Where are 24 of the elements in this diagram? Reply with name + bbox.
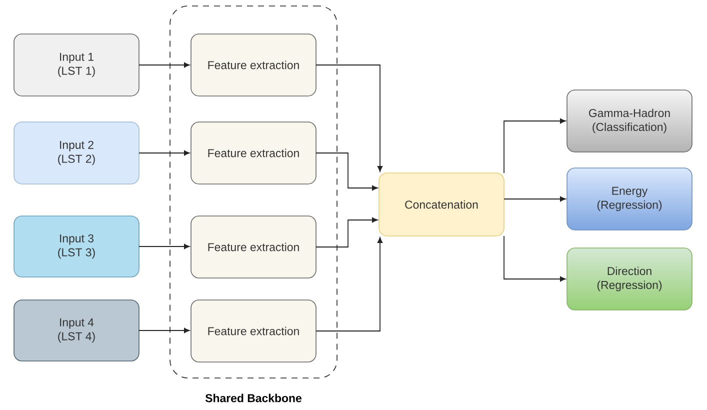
arrow [138, 244, 190, 250]
feature-extraction-box: Feature extraction [190, 300, 316, 362]
group-label: Shared Backbone [205, 394, 302, 402]
output-box: Direction (Regression) [566, 248, 692, 310]
arrow [138, 328, 190, 334]
input-box: Input 1 (LST 1) [14, 34, 140, 96]
feature-extraction-box: Feature extraction [190, 216, 316, 278]
arrow [316, 64, 383, 172]
feature-extraction-box: Feature extraction [190, 122, 316, 184]
arrow [138, 150, 190, 156]
arrow [316, 152, 378, 191]
arrow [138, 62, 190, 68]
arrow [504, 236, 566, 282]
concatenation-box: Concatenation [378, 172, 504, 236]
arrow [504, 118, 566, 174]
arrow [504, 196, 566, 202]
feature-extraction-box: Feature extraction [190, 34, 316, 96]
output-box: Gamma-Hadron (Classification) [566, 90, 692, 152]
input-box: Input 4 (LST 4) [14, 300, 140, 362]
arrow [316, 217, 378, 248]
input-box: Input 3 (LST 3) [14, 216, 140, 278]
input-box: Input 2 (LST 2) [14, 122, 140, 184]
output-box: Energy (Regression) [566, 168, 692, 230]
arrow [316, 237, 383, 332]
